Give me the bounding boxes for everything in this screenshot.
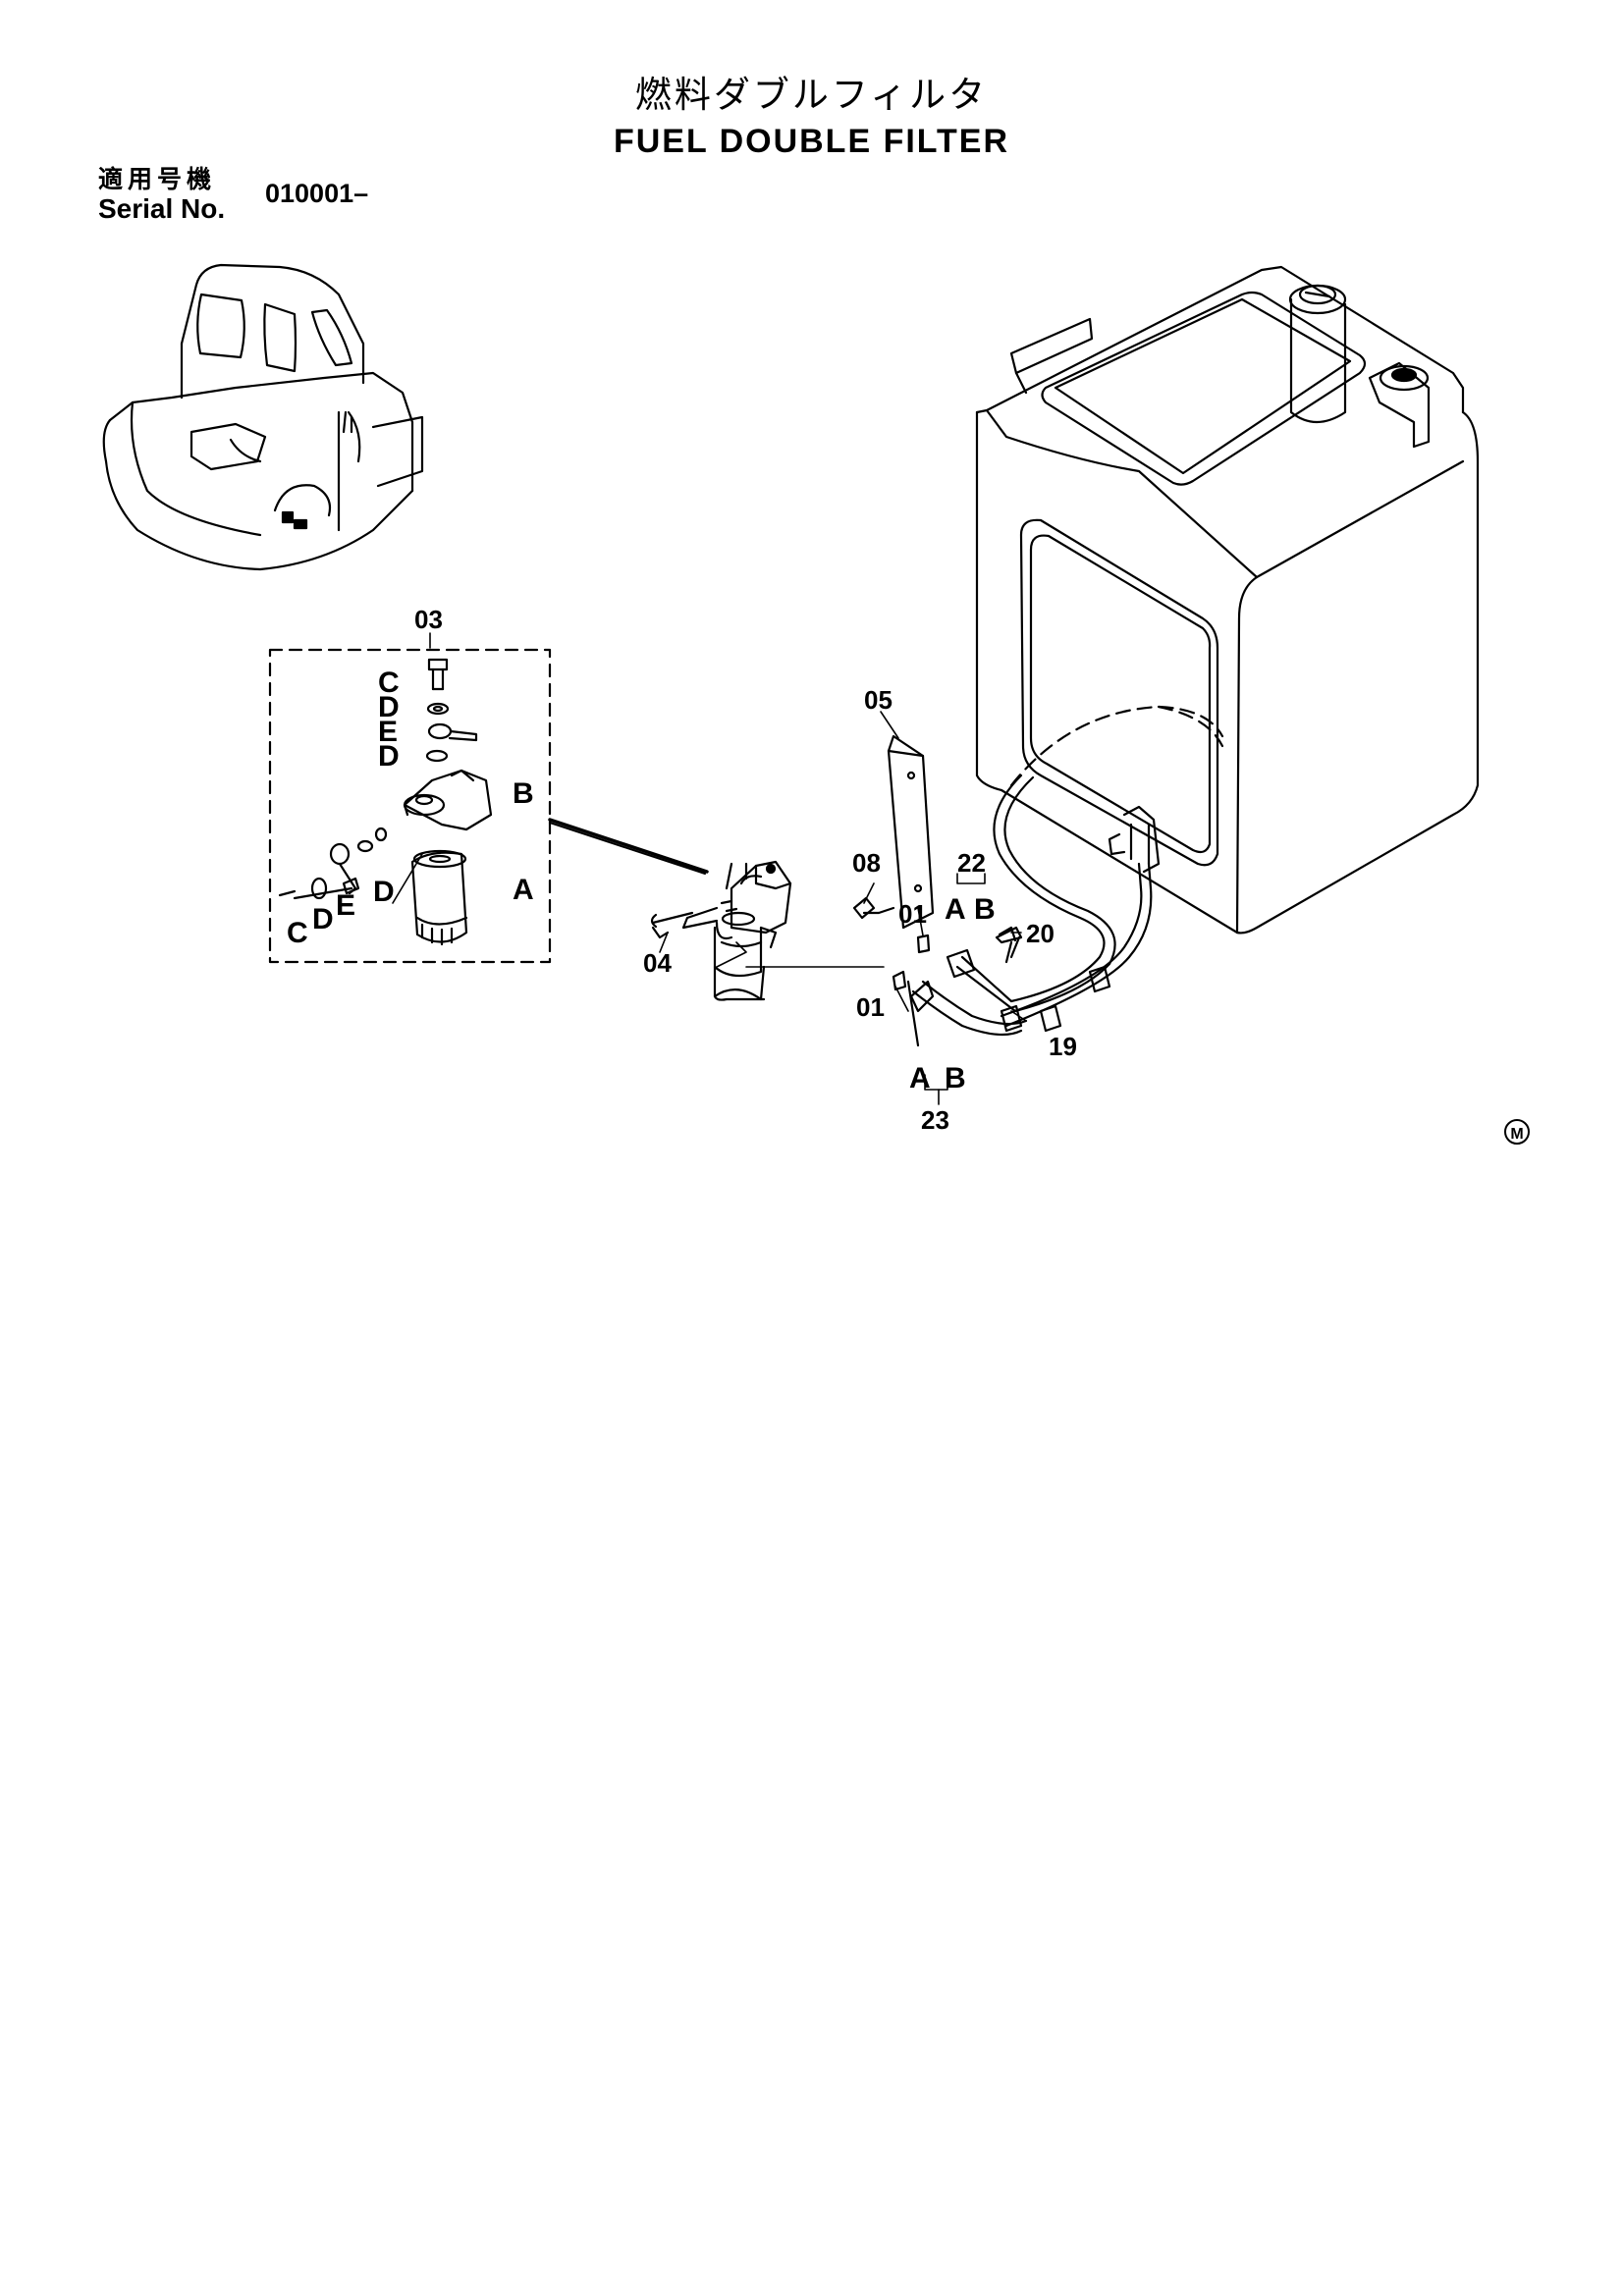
callout-04: 04 <box>643 948 672 978</box>
callout-23: 23 <box>921 1105 949 1135</box>
title-english: FUEL DOUBLE FILTER <box>613 123 1010 160</box>
callout-01-upper: 01 <box>898 899 927 929</box>
callout-22: 22 <box>957 848 986 878</box>
bracket-icon <box>887 734 935 930</box>
callouts: 03 05 08 22 01 20 04 01 19 23 <box>414 605 1077 1135</box>
letter-e-upper: E <box>378 716 398 748</box>
callout-01-lower: 01 <box>856 992 885 1022</box>
letter-e-lower: E <box>336 889 355 922</box>
hose-23-end-a: A <box>909 1062 931 1095</box>
title-japanese: 燃料ダブルフィルタ <box>634 74 989 116</box>
small-parts-icon <box>852 896 1017 991</box>
corner-mark-text: M <box>1510 1126 1523 1143</box>
fuel-filter-assembly-icon <box>650 860 792 1001</box>
exploded-parts-icon <box>278 658 493 946</box>
serial-label-japanese: 適用号機 <box>98 165 217 193</box>
letter-b: B <box>513 777 534 810</box>
part-letters: C D E D B A C D E D A B A B <box>287 667 996 1095</box>
letter-d-upper-1: D <box>378 691 400 723</box>
leader-lines <box>392 632 1027 1105</box>
excavator-thumbnail-icon <box>102 263 424 571</box>
letter-a: A <box>513 874 534 906</box>
letter-d-lower-2: D <box>373 876 395 908</box>
callout-05: 05 <box>864 685 893 715</box>
hose-22-end-a: A <box>945 893 966 926</box>
hose-22-end-b: B <box>974 893 996 926</box>
letter-d-lower-1: D <box>312 903 334 935</box>
fuel-tank-icon <box>975 265 1480 934</box>
detail-box-03 <box>268 648 709 964</box>
serial-number-value: 010001– <box>265 179 369 208</box>
callout-03: 03 <box>414 605 443 634</box>
hose-assembly-icon <box>906 774 1161 1047</box>
callout-19: 19 <box>1049 1032 1077 1061</box>
circled-m-mark-icon: M <box>1504 1119 1530 1145</box>
callout-20: 20 <box>1026 919 1055 948</box>
letter-c-upper: C <box>378 667 400 699</box>
hose-23-end-b: B <box>945 1062 966 1095</box>
serial-label-english: Serial No. <box>98 193 226 224</box>
letter-d-upper-2: D <box>378 740 400 773</box>
callout-08: 08 <box>852 848 881 878</box>
letter-c-lower: C <box>287 917 308 949</box>
